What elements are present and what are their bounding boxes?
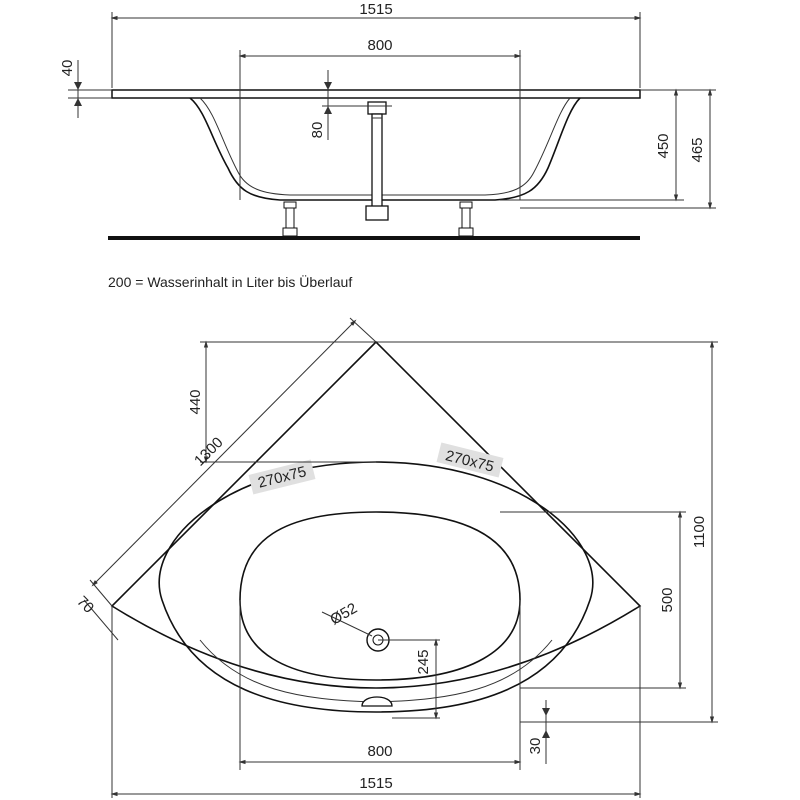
top-dim-diagonal: 1300 xyxy=(191,434,227,470)
bath-rim xyxy=(111,89,641,99)
bath-body xyxy=(189,97,581,201)
top-dim-overflow: 30 xyxy=(527,738,544,755)
drain-pipe xyxy=(365,101,389,221)
top-dim-total-width: 1515 xyxy=(359,775,392,792)
side-dim-drain-offset: 80 xyxy=(309,122,326,139)
side-view: 1515 800 40 80 450 465 xyxy=(59,1,716,240)
top-dim-corner-offset: 440 xyxy=(187,389,204,414)
top-view: 270x75 270x75 440 1300 70 1100 500 Ø52 xyxy=(73,317,718,798)
floor-line xyxy=(108,236,640,240)
bath-inner-line xyxy=(199,97,571,196)
bath-inner-shell xyxy=(158,461,594,713)
legend-text: 200 = Wasserinhalt in Liter bis Überlauf xyxy=(108,274,353,290)
overflow xyxy=(361,696,393,707)
side-dim-depth: 450 xyxy=(655,133,672,158)
bath-basin xyxy=(239,511,521,681)
bath-outline xyxy=(110,340,642,689)
side-dim-total-height: 465 xyxy=(689,137,706,162)
side-dim-total-width: 1515 xyxy=(359,1,392,18)
top-dim-inner-depth: 500 xyxy=(659,587,676,612)
top-dim-drain-diameter: Ø52 xyxy=(327,600,360,629)
side-dim-inner-width: 800 xyxy=(367,37,392,54)
top-dim-drain-position: 245 xyxy=(415,649,432,674)
left-foot xyxy=(282,201,298,237)
side-dim-rim-thickness: 40 xyxy=(59,60,76,77)
right-foot xyxy=(458,201,474,237)
top-dim-inner-width: 800 xyxy=(367,743,392,760)
top-dim-height: 1100 xyxy=(691,516,708,548)
top-dim-rim: 70 xyxy=(73,593,97,617)
